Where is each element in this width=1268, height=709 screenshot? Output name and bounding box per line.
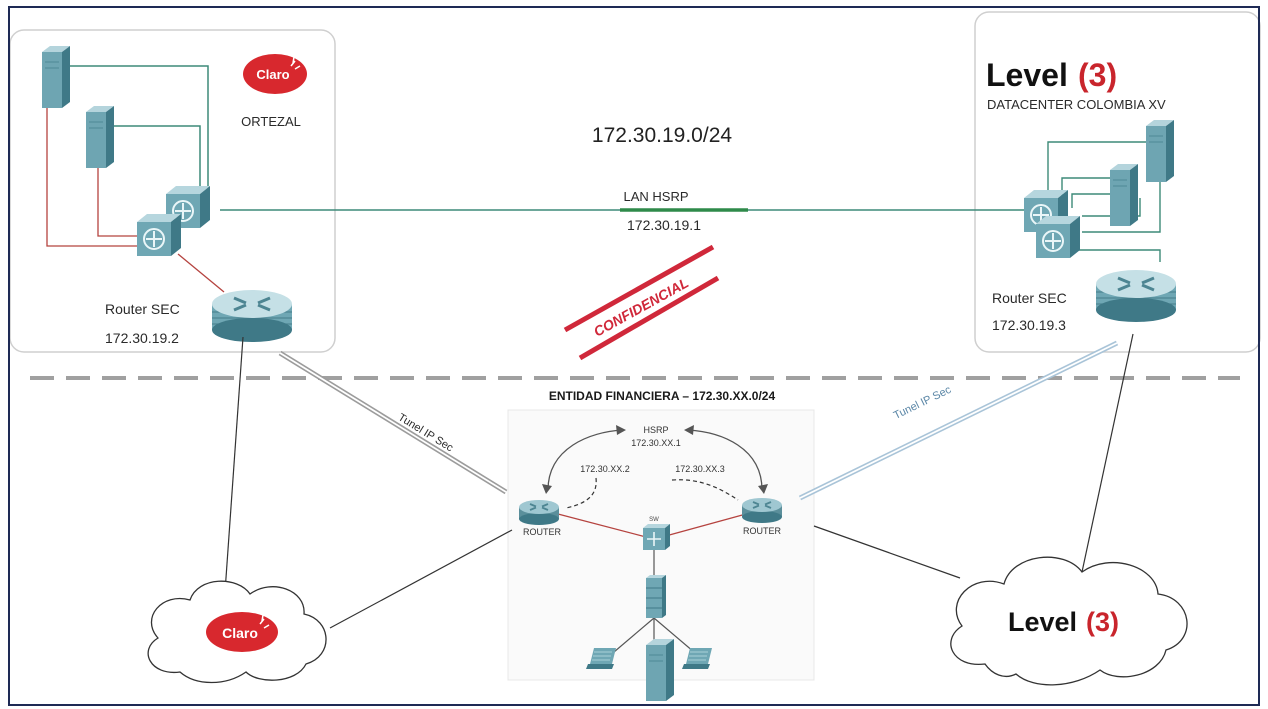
- router-left-ip: 172.30.XX.2: [580, 464, 630, 474]
- right-site-name: DATACENTER COLOMBIA XV: [987, 97, 1166, 112]
- router-icon: [210, 288, 294, 344]
- level3-cloud-number: (3): [1086, 607, 1119, 637]
- wan-link-left: [224, 336, 244, 593]
- router-right-label: ROUTER: [743, 526, 782, 536]
- multilayer-switch-icon: [1035, 215, 1081, 259]
- server-icon: [1145, 119, 1175, 183]
- confidential-stamp: CONFIDENCIAL: [563, 244, 720, 361]
- link-entity-claro: [329, 529, 513, 629]
- hsrp-label: HSRP: [643, 425, 668, 435]
- level3-cloud-word: Level: [1008, 607, 1077, 637]
- wan-link-right: [1081, 333, 1134, 573]
- tunnel-right-label: Tunel IP Sec: [892, 384, 954, 422]
- router-icon: [518, 499, 560, 526]
- server-icon: [645, 638, 675, 702]
- level3-logo: Level (3): [986, 57, 1117, 93]
- hsrp-arrow-right: [687, 429, 763, 491]
- switch-label: SW: [649, 517, 659, 523]
- link-entity-level3: [813, 525, 961, 579]
- server-icon: [1109, 163, 1139, 227]
- entity-title: ENTIDAD FINANCIERA – 172.30.XX.0/24: [549, 389, 776, 403]
- ipsec-tunnel-right: [798, 340, 1119, 501]
- right-router-label: Router SEC: [992, 290, 1067, 306]
- left-site-links: [46, 65, 225, 293]
- lan-hsrp-ip: 172.30.19.1: [627, 217, 701, 233]
- router-left-label: ROUTER: [523, 527, 562, 537]
- tunnel-left-label: Tunel IP Sec: [396, 411, 456, 454]
- hsrp-arrow-left: [547, 429, 623, 491]
- left-router-ip: 172.30.19.2: [105, 330, 179, 346]
- claro-cloud-logo-text: Claro: [222, 625, 258, 641]
- router-icon: [741, 497, 783, 524]
- claro-logo-text: Claro: [256, 67, 289, 82]
- left-site-name: ORTEZAL: [241, 114, 301, 129]
- right-router-ip: 172.30.19.3: [992, 317, 1066, 333]
- claro-cloud: Claro: [147, 580, 327, 684]
- server-icon: [41, 45, 71, 109]
- router-right-ip: 172.30.XX.3: [675, 464, 725, 474]
- server-icon: [85, 105, 115, 169]
- level3-logo-word: Level: [986, 57, 1068, 93]
- firewall-icon: [646, 575, 666, 618]
- ipsec-tunnel-left: [278, 350, 508, 495]
- lan-hsrp-label: LAN HSRP: [623, 189, 688, 204]
- network-address-label: 172.30.19.0/24: [592, 124, 732, 147]
- router-icon: [1094, 268, 1178, 324]
- hsrp-ip: 172.30.XX.1: [631, 438, 681, 448]
- level3-logo-number: (3): [1078, 57, 1117, 93]
- claro-logo: Claro: [243, 54, 307, 94]
- left-router-label: Router SEC: [105, 301, 180, 317]
- multilayer-switch-icon: [136, 213, 182, 257]
- level3-cloud: Level (3): [950, 556, 1188, 686]
- switch-icon: [643, 524, 670, 550]
